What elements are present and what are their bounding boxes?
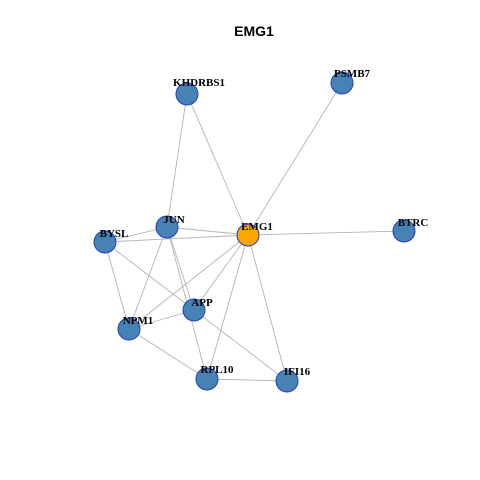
node-label-btrc: BTRC [398,217,429,229]
node-app[interactable] [182,298,206,322]
edge-emg1-app [193,234,249,311]
edge-khdrbs1-emg1 [186,93,249,236]
node-bysl[interactable] [93,230,117,254]
node-psmb7[interactable] [330,71,354,95]
edge-npm1-rpl10 [128,328,208,380]
node-jun[interactable] [155,215,179,239]
edge-khdrbs1-jun [166,93,188,228]
node-npm1[interactable] [117,317,141,341]
edge-jun-app [166,226,195,311]
node-label-rpl10: RPL10 [201,364,235,376]
edge-psmb7-emg1 [247,82,343,236]
edge-emg1-btrc [247,230,405,236]
node-rpl10[interactable] [195,367,219,391]
node-khdrbs1[interactable] [175,82,199,106]
edge-emg1-ifi16 [247,234,288,382]
edge-emg1-bysl [104,234,249,243]
node-label-emg1: EMG1 [241,221,273,233]
edge-bysl-app [104,241,195,311]
edge-bysl-npm1 [104,241,130,330]
node-label-jun: JUN [163,214,184,226]
graph-title: EMG1 [234,23,274,39]
node-emg1[interactable] [236,223,260,247]
node-ifi16[interactable] [275,369,299,393]
edge-emg1-rpl10 [206,234,249,380]
edge-emg1-npm1 [128,234,249,330]
node-label-psmb7: PSMB7 [334,68,371,80]
edge-jun-npm1 [128,226,168,330]
node-btrc[interactable] [392,219,416,243]
node-label-npm1: NPM1 [123,315,154,327]
edge-rpl10-ifi16 [206,378,288,382]
edge-emg1-jun [166,226,249,236]
node-label-khdrbs1: KHDRBS1 [173,77,225,89]
node-label-ifi16: IFI16 [284,366,311,378]
node-label-bysl: BYSL [100,228,129,240]
node-label-app: APP [191,297,213,309]
node-layer [93,71,416,393]
edge-app-ifi16 [193,309,288,382]
